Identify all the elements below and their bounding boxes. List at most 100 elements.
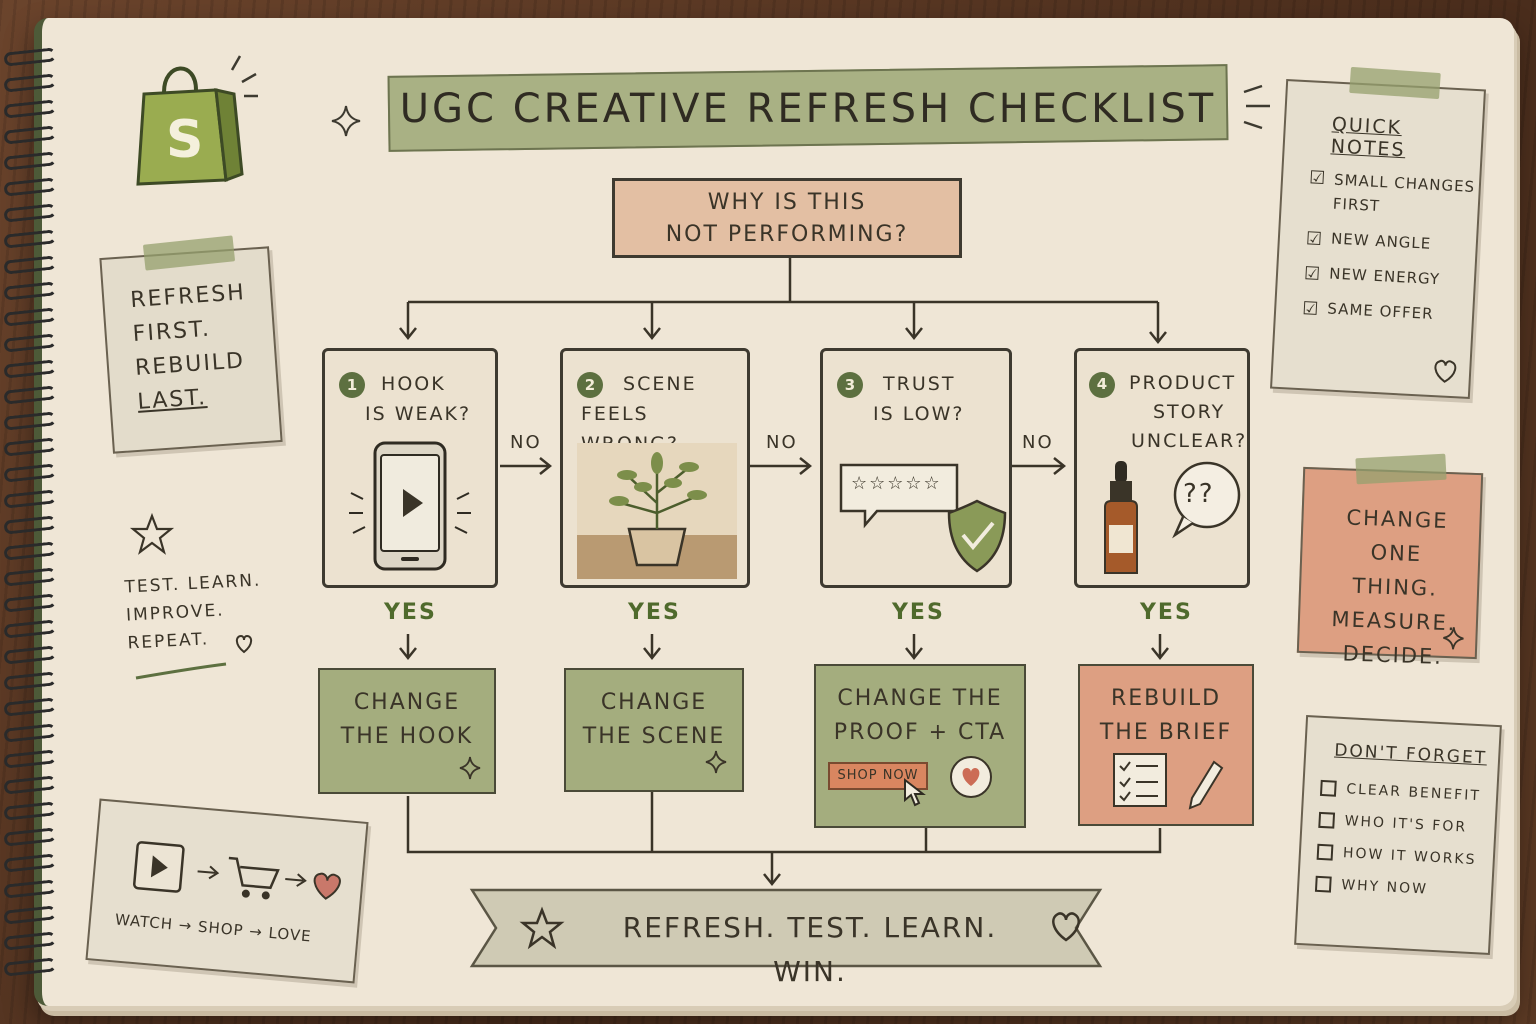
action-3-line-1: CHANGE THE xyxy=(837,686,1003,711)
dont-forget-title: DON'T FORGET xyxy=(1333,740,1488,769)
step-number-2: 2 xyxy=(577,372,603,398)
no-label-1: NO xyxy=(510,432,542,453)
step-card-2: 2 SCENE FEELS WRONG? xyxy=(560,348,750,588)
dont-forget-item: HOW IT WORKS xyxy=(1316,843,1494,869)
no-label-2: NO xyxy=(766,432,798,453)
question-line-2: NOT PERFORMING? xyxy=(665,222,909,247)
checkbox[interactable] xyxy=(1319,779,1337,797)
checked-box-icon: ☑ xyxy=(1308,167,1327,190)
sparkle-icon xyxy=(459,756,481,780)
dont-forget-text: WHO IT'S FOR xyxy=(1344,813,1468,836)
checkbox[interactable] xyxy=(1318,811,1336,829)
dropper-bottle-icon xyxy=(1104,461,1241,574)
sparkle-icon xyxy=(1443,627,1464,650)
yes-label-4: YES xyxy=(1140,600,1193,625)
action-rebuild-brief: REBUILD THE BRIEF xyxy=(1078,664,1254,826)
quick-notes-card: QUICK NOTES ☑SMALL CHANGES FIRST ☑NEW AN… xyxy=(1270,78,1486,400)
heart-circle-icon xyxy=(950,756,992,798)
action-change-proof-cta: CHANGE THE PROOF + CTA SHOP NOW xyxy=(814,664,1026,828)
question-line-1: WHY IS THIS xyxy=(707,190,867,215)
tape-strip xyxy=(1355,453,1447,485)
potted-plant-icon xyxy=(577,443,737,579)
motto-underline-heart xyxy=(135,634,253,680)
dont-forget-text: CLEAR BENEFIT xyxy=(1345,781,1482,805)
step-4-line-1: PRODUCT xyxy=(1129,372,1237,394)
action-4-line-2: THE BRIEF xyxy=(1099,720,1233,745)
phone-play-icon xyxy=(349,441,471,571)
change-one-thing-note: CHANGE ONE THING. MEASURE. DECIDE. xyxy=(1296,466,1484,669)
heart-doodle-icon xyxy=(1052,912,1080,942)
quick-note-item: ☑ NEW ENERGY xyxy=(1304,263,1477,293)
emphasis-marks-icon xyxy=(1243,84,1270,130)
journey-watch: WATCH xyxy=(114,910,174,934)
journey-icons xyxy=(133,841,341,900)
action-2-line-1: CHANGE xyxy=(600,690,708,715)
checked-box-icon: ☑ xyxy=(1305,228,1324,251)
quick-notes-title: QUICK NOTES xyxy=(1330,113,1407,162)
step-2-line-1: SCENE xyxy=(623,373,697,395)
step-card-4: 4 PRODUCT STORY UNCLEAR? ?? xyxy=(1074,348,1250,588)
heart-doodle-icon xyxy=(1434,359,1457,383)
action-change-scene: CHANGE THE SCENE xyxy=(564,668,744,792)
step-4-line-2: STORY xyxy=(1153,401,1226,423)
checkbox[interactable] xyxy=(1314,875,1332,893)
action-4-line-1: REBUILD xyxy=(1110,686,1222,711)
footer-banner xyxy=(469,888,1103,968)
step-1-line-1: HOOK xyxy=(381,373,446,395)
action-change-hook: CHANGE THE HOOK xyxy=(318,668,496,794)
journey-shop: SHOP xyxy=(197,917,245,940)
svg-text:S: S xyxy=(166,110,203,170)
action-2-line-2: THE SCENE xyxy=(582,724,726,749)
question-marks-bubble: ?? xyxy=(1183,479,1215,509)
question-box: WHY IS THIS NOT PERFORMING? xyxy=(612,178,962,258)
step-number-1: 1 xyxy=(339,372,365,398)
quick-note-item: ☑ NEW ANGLE xyxy=(1305,228,1478,258)
step-3-line-2: IS LOW? xyxy=(873,403,965,425)
shopping-bag-logo-icon: S xyxy=(136,55,258,186)
step-1-line-2: IS WEAK? xyxy=(365,403,472,425)
checkbox[interactable] xyxy=(1316,843,1334,861)
dont-forget-text: WHY NOW xyxy=(1340,877,1429,898)
quick-note-text: SMALL CHANGES FIRST xyxy=(1332,170,1476,216)
step-4-line-3: UNCLEAR? xyxy=(1131,430,1248,452)
footer-slogan: REFRESH. TEST. LEARN. WIN. xyxy=(622,911,998,988)
page-title: UGC CREATIVE REFRESH CHECKLIST xyxy=(399,86,1217,132)
step-card-3: 3 TRUST IS LOW? ☆☆☆☆☆ xyxy=(820,348,1012,588)
checklist-pencil-icon xyxy=(1113,753,1224,810)
step-number-4: 4 xyxy=(1089,371,1115,398)
cursor-icon xyxy=(904,777,926,807)
quick-note-item: ☑ SAME OFFER xyxy=(1302,298,1475,328)
step-number-3: 3 xyxy=(837,372,863,398)
refresh-first-note: REFRESH FIRST. REBUILD LAST. xyxy=(99,246,283,454)
star-doodle-icon xyxy=(519,906,565,950)
quick-note-text: SAME OFFER xyxy=(1326,299,1434,323)
checked-box-icon: ☑ xyxy=(1303,263,1322,286)
dont-forget-item: WHY NOW xyxy=(1314,875,1492,901)
quick-note-text: NEW ANGLE xyxy=(1330,229,1432,253)
sparkle-icon xyxy=(705,750,727,774)
change-note-line-1: CHANGE xyxy=(1346,505,1449,534)
dont-forget-item: WHO IT'S FOR xyxy=(1318,811,1495,837)
quick-note-item: ☑SMALL CHANGES FIRST xyxy=(1307,166,1481,223)
yes-label-2: YES xyxy=(628,600,681,625)
dont-forget-card: DON'T FORGET CLEAR BENEFIT WHO IT'S FOR … xyxy=(1294,715,1502,955)
star-doodle-icon xyxy=(129,512,175,555)
checked-box-icon: ☑ xyxy=(1301,298,1320,321)
step-card-1: 1 HOOK IS WEAK? xyxy=(322,348,498,588)
step-3-line-1: TRUST xyxy=(883,373,956,395)
journey-arrow: → xyxy=(248,922,264,942)
quick-note-text: NEW ENERGY xyxy=(1328,264,1441,289)
action-1-line-2: THE HOOK xyxy=(340,724,474,749)
left-note-line-4: LAST. xyxy=(136,385,208,415)
yes-label-3: YES xyxy=(892,600,945,625)
journey-arrow: → xyxy=(178,915,194,936)
sparkle-icon xyxy=(331,105,361,137)
action-1-line-1: CHANGE xyxy=(353,690,461,715)
journey-caption: WATCH → SHOP → LOVE xyxy=(114,910,312,945)
review-shield-icon xyxy=(839,463,1007,573)
rating-stars: ☆☆☆☆☆ xyxy=(851,473,942,494)
no-label-3: NO xyxy=(1022,432,1054,453)
yes-label-1: YES xyxy=(384,600,437,625)
dont-forget-item: CLEAR BENEFIT xyxy=(1319,779,1497,805)
dont-forget-text: HOW IT WORKS xyxy=(1342,845,1477,869)
